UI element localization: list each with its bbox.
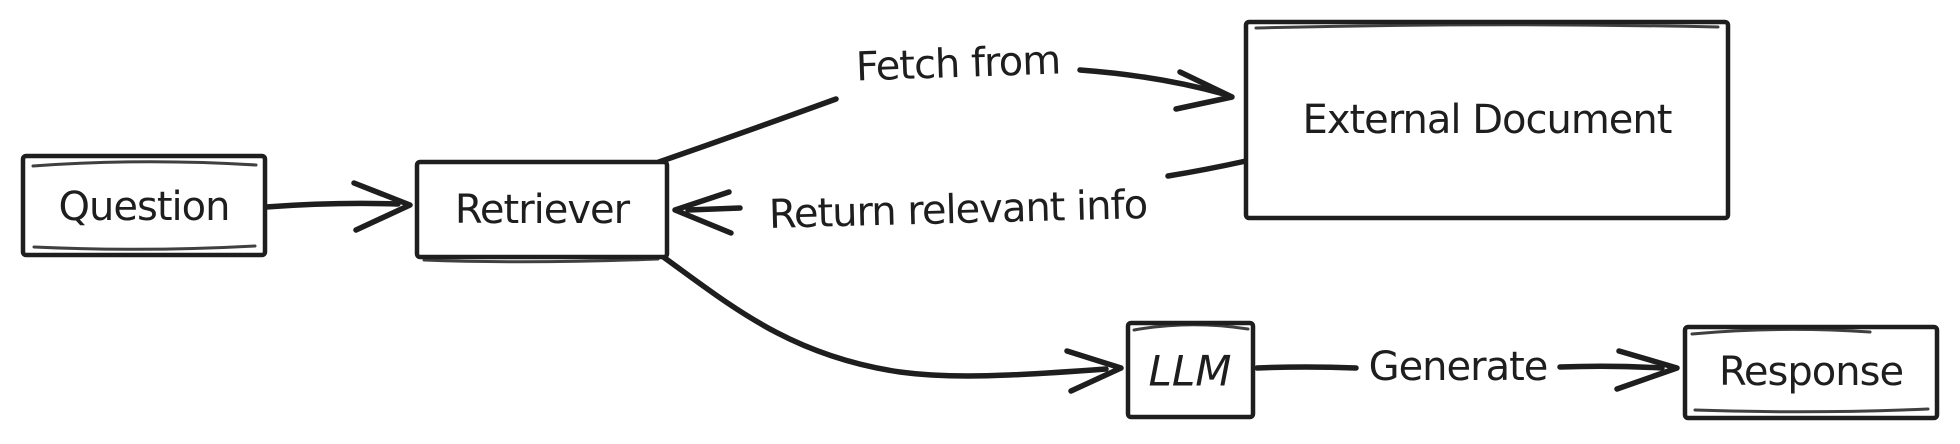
question-label: Question (59, 184, 230, 230)
llm-box (1125, 320, 1256, 420)
node-question: Question (20, 153, 268, 258)
edge-generate-line-1 (1254, 364, 1359, 371)
edges-layer: Fetch from Return relevant info Generate (263, 37, 1680, 394)
edge-return-line-1 (1165, 158, 1249, 179)
sketch-stroke (1132, 323, 1250, 332)
sketch-stroke (31, 160, 258, 168)
edge-label-generate: Generate (1369, 344, 1548, 390)
edge-retriever-external-document: Fetch from (656, 37, 1235, 165)
node-response: Response (1682, 324, 1940, 421)
edge-label-return-relevant-info: Return relevant info (768, 182, 1147, 238)
llm-label: LLM (1148, 347, 1231, 396)
sketch-stroke (1690, 327, 1872, 336)
sketch-stroke (422, 257, 660, 264)
response-box (1682, 324, 1940, 421)
edge-retriever-llm (659, 253, 1124, 394)
question-box (20, 153, 268, 258)
sketch-stroke (32, 244, 257, 251)
edge-external-document-retriever: Return relevant info (672, 158, 1249, 238)
edge-fetch-line-1 (656, 96, 839, 165)
arrowhead-into-response (1614, 348, 1680, 392)
edge-llm-response: Generate (1254, 344, 1680, 392)
edge-question-retriever (263, 180, 413, 233)
edge-retriever-llm-curve (659, 253, 1109, 379)
edge-question-retriever-line (263, 200, 401, 210)
sketch-stroke (1254, 23, 1720, 30)
arrowhead-into-external-document (1173, 69, 1235, 112)
node-external-document: External Document (1243, 19, 1731, 221)
nodes-layer: Question Retriever External Document LLM… (20, 19, 1940, 421)
node-llm: LLM (1125, 320, 1256, 420)
arrowhead-into-retriever-return (672, 189, 734, 236)
edge-generate-line-2 (1557, 363, 1665, 371)
retriever-label: Retriever (455, 187, 631, 233)
edge-return-line-2 (685, 205, 743, 213)
sketch-stroke (1693, 407, 1930, 414)
arrowhead-into-retriever (351, 180, 413, 233)
edge-label-fetch-from: Fetch from (855, 37, 1061, 90)
response-label: Response (1719, 349, 1903, 395)
edge-fetch-line-2 (1077, 67, 1227, 97)
retriever-box (414, 159, 670, 260)
external-document-label: External Document (1303, 97, 1672, 143)
external-document-box (1243, 19, 1731, 221)
node-retriever: Retriever (414, 159, 670, 264)
arrowhead-into-llm (1064, 348, 1124, 394)
